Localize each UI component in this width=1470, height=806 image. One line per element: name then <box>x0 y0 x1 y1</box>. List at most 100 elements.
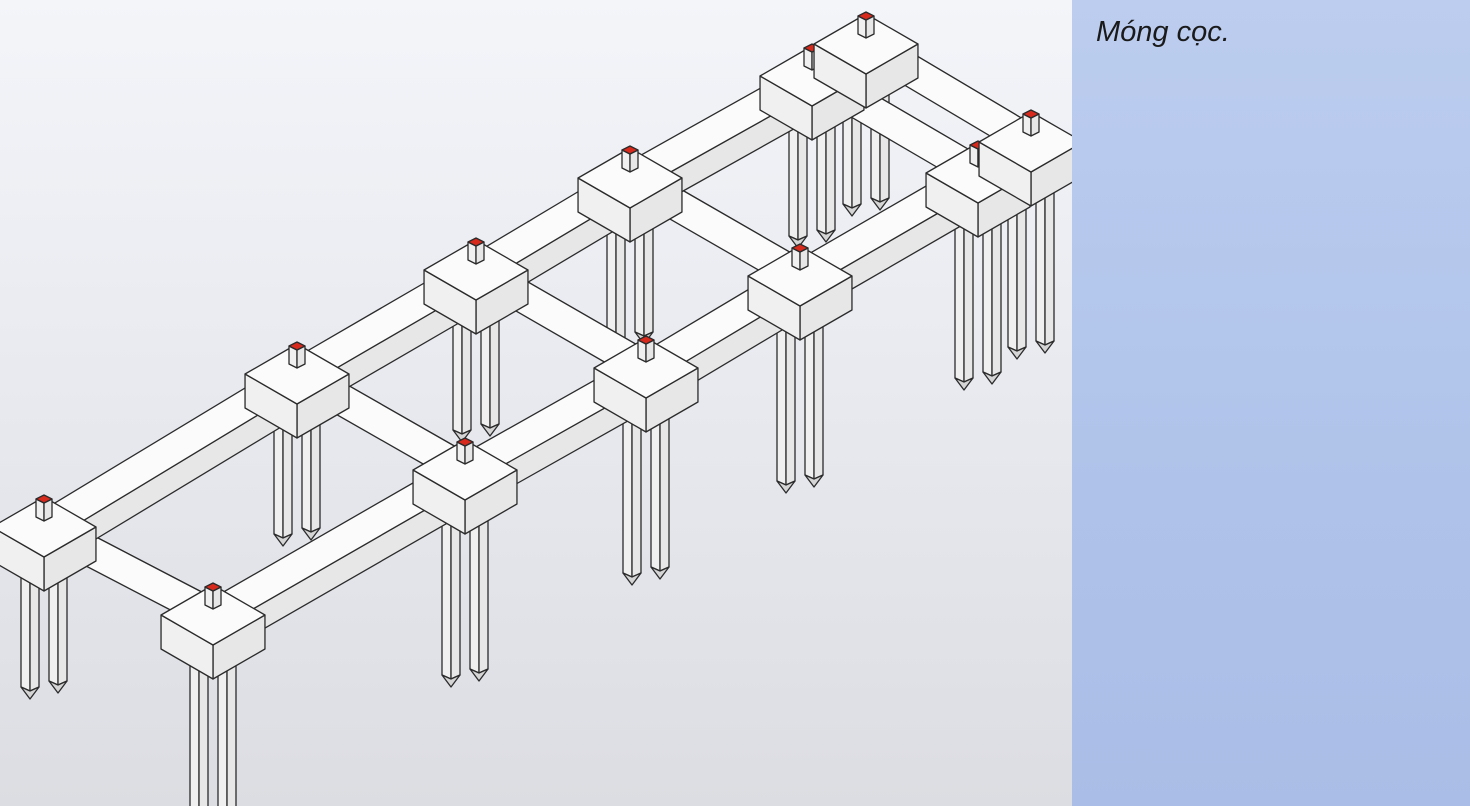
pile-r0-c2-b <box>480 307 500 437</box>
caption-panel: Móng cọc. <box>1072 0 1470 806</box>
pile-r0-c0-b <box>48 564 68 694</box>
column-stub-r0-c5-rebar-top <box>857 11 875 21</box>
pile-cap-r1-c1 <box>412 439 518 535</box>
pile-r1-c4-a-right-face <box>963 216 974 383</box>
pile-r1-c1-b-left-face <box>469 507 480 674</box>
pile-r0-c1-b-tip <box>301 527 321 541</box>
pile-r0-c4-b <box>816 113 836 243</box>
pile-cap-r1-c5-top-face <box>978 111 1072 173</box>
pile-r1-c2-a-tip <box>622 572 642 586</box>
pile-r0-c1-b <box>301 411 321 541</box>
pile-r1-c5-a-tip <box>1007 346 1027 360</box>
pile-cap-r1-c1-top-face <box>412 439 518 501</box>
pile-cap-r0-c3 <box>577 147 683 243</box>
column-stub-r1-c5 <box>1022 109 1040 137</box>
pile-r0-c5-a-tip <box>842 203 862 217</box>
pile-r1-c0-a <box>189 658 209 806</box>
pile-r0-c0-a <box>20 570 40 700</box>
pile-r1-c1-a-right-face <box>450 513 461 680</box>
pile-r1-c1-b <box>469 507 489 682</box>
pile-foundation-drawing <box>0 11 1072 806</box>
pile-r0-c0-a-left-face <box>20 570 31 692</box>
pile-r1-c3-b <box>804 313 824 488</box>
pile-r1-c1-b-tip <box>469 668 489 682</box>
column-stub-r1-c1-rebar-top <box>456 437 474 447</box>
pile-r1-c0-a-left-face <box>189 658 200 806</box>
pile-cap-r1-c3-top-face <box>747 245 853 307</box>
pile-r1-c1-b-right-face <box>478 507 489 674</box>
pile-r0-c1-a-tip <box>273 533 293 547</box>
pile-r1-c3-b-left-face <box>804 313 815 480</box>
column-stub-r0-c0-rebar-top <box>35 494 53 504</box>
column-stub-r1-c3-rebar-top <box>791 243 809 253</box>
column-stub-r0-c0 <box>35 494 53 522</box>
pile-r1-c3-b-right-face <box>813 313 824 480</box>
pile-r1-c5-b-right-face <box>1044 179 1055 346</box>
pile-r0-c0-a-right-face <box>29 570 40 692</box>
pile-r1-c1-a <box>441 513 461 688</box>
pile-r0-c1-a-left-face <box>273 417 284 539</box>
pile-r1-c5-b-left-face <box>1035 179 1046 346</box>
pile-cap-r1-c3 <box>747 245 853 341</box>
column-stub-r1-c3 <box>791 243 809 271</box>
pile-r1-c2-b <box>650 405 670 580</box>
pile-r1-c2-a <box>622 411 642 586</box>
pile-cap-r1-c0-top-face <box>160 584 266 646</box>
pile-cap-r1-c2-top-face <box>593 337 699 399</box>
pile-r1-c2-b-left-face <box>650 405 661 572</box>
pile-r0-c0-b-tip <box>48 680 68 694</box>
pile-r1-c0-b-right-face <box>226 652 237 806</box>
pile-r0-c3-b-right-face <box>643 215 654 337</box>
pile-r1-c5-b-tip <box>1035 340 1055 354</box>
pile-r0-c0-a-tip <box>20 686 40 700</box>
pile-r0-c2-a-left-face <box>452 313 463 435</box>
pile-r1-c1-a-left-face <box>441 513 452 680</box>
pile-r0-c0-b-right-face <box>57 564 68 686</box>
pile-cap-r0-c0-top-face <box>0 496 97 558</box>
pile-r1-c0-b <box>217 652 237 806</box>
pile-cap-r0-c3-top-face <box>577 147 683 209</box>
pile-r1-c4-b-tip <box>982 371 1002 385</box>
pile-r0-c4-a-right-face <box>797 119 808 241</box>
column-stub-r0-c3-rebar-top <box>621 145 639 155</box>
pile-r1-c3-a-tip <box>776 480 796 494</box>
pile-r0-c2-a-right-face <box>461 313 472 435</box>
pile-cap-r1-c5 <box>978 111 1072 207</box>
pile-r1-c5-b <box>1035 179 1055 354</box>
pile-cap-r0-c2-top-face <box>423 239 529 301</box>
column-stub-r0-c3 <box>621 145 639 173</box>
pile-r1-c3-b-tip <box>804 474 824 488</box>
pile-r0-c4-b-tip <box>816 229 836 243</box>
pile-cap-r1-c2 <box>593 337 699 433</box>
column-stub-r0-c1-rebar-top <box>288 341 306 351</box>
pile-cap-r0-c1 <box>244 343 350 439</box>
pile-r0-c4-a <box>788 119 808 249</box>
column-stub-r1-c0-rebar-top <box>204 582 222 592</box>
pile-cap-r0-c0 <box>0 496 97 592</box>
pile-r0-c4-b-right-face <box>825 113 836 235</box>
column-stub-r0-c5 <box>857 11 875 39</box>
pile-cap-r0-c5 <box>813 13 919 109</box>
column-stub-r1-c2-rebar-top <box>637 335 655 345</box>
pile-r1-c3-a-left-face <box>776 319 787 486</box>
column-stub-r0-c2 <box>467 237 485 265</box>
pile-r1-c2-a-left-face <box>622 411 633 578</box>
pile-r0-c2-a-tip <box>452 429 472 443</box>
pile-r1-c2-b-tip <box>650 566 670 580</box>
pile-r1-c0-a-right-face <box>198 658 209 806</box>
pile-r0-c2-b-right-face <box>489 307 500 429</box>
pile-r0-c3-a-right-face <box>615 221 626 343</box>
pile-r1-c4-a <box>954 216 974 391</box>
pile-r0-c2-b-tip <box>480 423 500 437</box>
pile-r1-c1-a-tip <box>441 674 461 688</box>
pile-r0-c2-a <box>452 313 472 443</box>
pile-r1-c4-b-left-face <box>982 210 993 377</box>
column-stub-r1-c0 <box>204 582 222 610</box>
pile-cap-r1-c0 <box>160 584 266 680</box>
pile-cap-r0-c1-top-face <box>244 343 350 405</box>
pile-r1-c4-a-left-face <box>954 216 965 383</box>
column-stub-r1-c2 <box>637 335 655 363</box>
figure-panel <box>0 0 1072 806</box>
pile-r1-c4-b-right-face <box>991 210 1002 377</box>
pile-r0-c5-b-tip <box>870 197 890 211</box>
